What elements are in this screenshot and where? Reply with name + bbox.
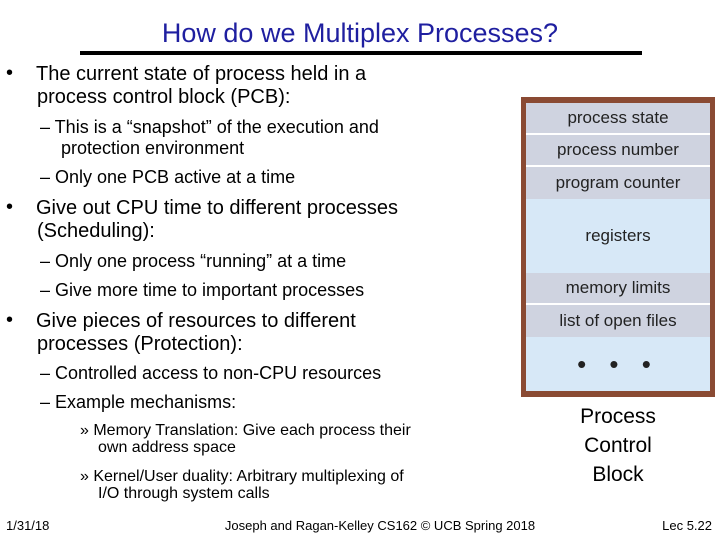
footer-page-number: Lec 5.22	[662, 518, 712, 533]
bullet-marker: •	[6, 309, 14, 331]
pcb-field-process-state: process state	[526, 103, 710, 135]
bullet-text-line: The current state of process held in a	[36, 63, 367, 85]
subbullet-one-pcb: – Only one PCB active at a time	[40, 167, 510, 188]
footer-date: 1/31/18	[6, 518, 50, 533]
pcb-field-registers: registers	[526, 199, 710, 273]
bullet-scheduling: • Give out CPU time to different process…	[6, 196, 486, 245]
subsubbullet-text-line: » Memory Translation: Give each process …	[80, 422, 411, 439]
bullet-text-line: (Scheduling):	[37, 220, 155, 242]
bullet-pcb: • The current state of process held in a…	[6, 62, 486, 111]
subbullet-text-line: – Only one process “running” at a time	[40, 251, 347, 271]
ellipsis-icon: • • •	[577, 348, 659, 379]
subbullet-controlled-access: – Controlled access to non-CPU resources	[40, 363, 510, 384]
pcb-caption-line: Block	[592, 463, 644, 486]
subbullet-snapshot: – This is a “snapshot” of the execution …	[40, 117, 510, 159]
pcb-fields: process state process number program cou…	[526, 103, 710, 391]
pcb-field-more: • • •	[526, 337, 710, 391]
bullet-text-line: processes (Protection):	[37, 333, 243, 355]
pcb-caption-line: Process	[580, 405, 656, 428]
pcb-field-process-number: process number	[526, 135, 710, 167]
pcb-caption-line: Control	[584, 434, 652, 457]
subbullet-text-line: – Give more time to important processes	[40, 280, 365, 300]
pcb-caption: Process Control Block	[540, 402, 696, 489]
subsubbullet-text-line: I/O through system calls	[98, 485, 270, 502]
pcb-field-open-files: list of open files	[526, 305, 710, 337]
bullet-marker: •	[6, 62, 14, 84]
bullet-text-line: Give pieces of resources to different	[36, 310, 356, 332]
pcb-field-memory-limits: memory limits	[526, 273, 710, 305]
bullet-text-line: process control block (PCB):	[37, 86, 291, 108]
subbullet-text-line: – This is a “snapshot” of the execution …	[40, 117, 379, 137]
footer-course: Joseph and Ragan-Kelley CS162 © UCB Spri…	[224, 518, 536, 533]
subbullet-more-time: – Give more time to important processes	[40, 280, 510, 301]
subbullet-text-line: – Only one PCB active at a time	[40, 167, 296, 187]
title-underline	[80, 51, 642, 55]
subsubbullet-memory-translation: » Memory Translation: Give each process …	[80, 421, 520, 457]
subsubbullet-text-line: » Kernel/User duality: Arbitrary multipl…	[80, 468, 404, 485]
bullet-marker: •	[6, 196, 14, 218]
subsubbullet-text-line: own address space	[98, 439, 236, 456]
slide-title: How do we Multiplex Processes?	[161, 18, 559, 48]
subbullet-mechanisms: – Example mechanisms:	[40, 392, 510, 413]
subsubbullet-kernel-user: » Kernel/User duality: Arbitrary multipl…	[80, 467, 520, 503]
subbullet-text-line: protection environment	[61, 138, 245, 158]
pcb-field-program-counter: program counter	[526, 167, 710, 199]
pcb-diagram: process state process number program cou…	[521, 97, 715, 397]
subbullet-one-running: – Only one process “running” at a time	[40, 251, 510, 272]
bullet-text-line: Give out CPU time to different processes	[36, 197, 399, 219]
subbullet-text-line: – Controlled access to non-CPU resources	[40, 363, 382, 383]
subbullet-text-line: – Example mechanisms:	[40, 392, 237, 412]
bullet-protection: • Give pieces of resources to different …	[6, 309, 486, 358]
